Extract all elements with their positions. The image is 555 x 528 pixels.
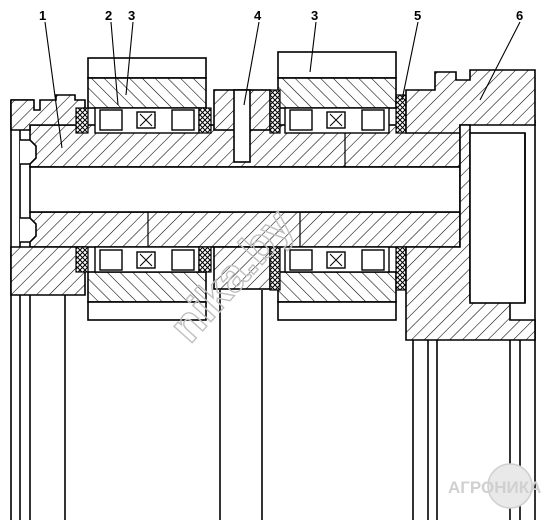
callout-1: 1 [39, 8, 46, 23]
bearing-left-bottom [94, 246, 200, 273]
bearing-right-top [284, 107, 390, 134]
logo: АГРОНИКА [448, 463, 541, 509]
shaft [20, 124, 461, 248]
callout-5: 5 [414, 8, 421, 23]
callout-4: 4 [254, 8, 262, 23]
callout-6: 6 [516, 8, 523, 23]
callout-2: 2 [105, 8, 112, 23]
logo-text: АГРОНИКА [448, 478, 541, 497]
gear-right [277, 51, 397, 321]
right-housing [405, 69, 536, 341]
bearing-left-top [94, 107, 200, 134]
leader-lines [44, 21, 521, 149]
callout-3-right: 3 [311, 8, 318, 23]
bearing-right-bottom [284, 246, 390, 273]
callout-3-left: 3 [128, 8, 135, 23]
seals-left [75, 107, 212, 273]
spacer-sleeve [213, 89, 271, 290]
callouts: 1 2 3 4 3 5 6 [39, 8, 523, 23]
left-hub [10, 94, 86, 296]
